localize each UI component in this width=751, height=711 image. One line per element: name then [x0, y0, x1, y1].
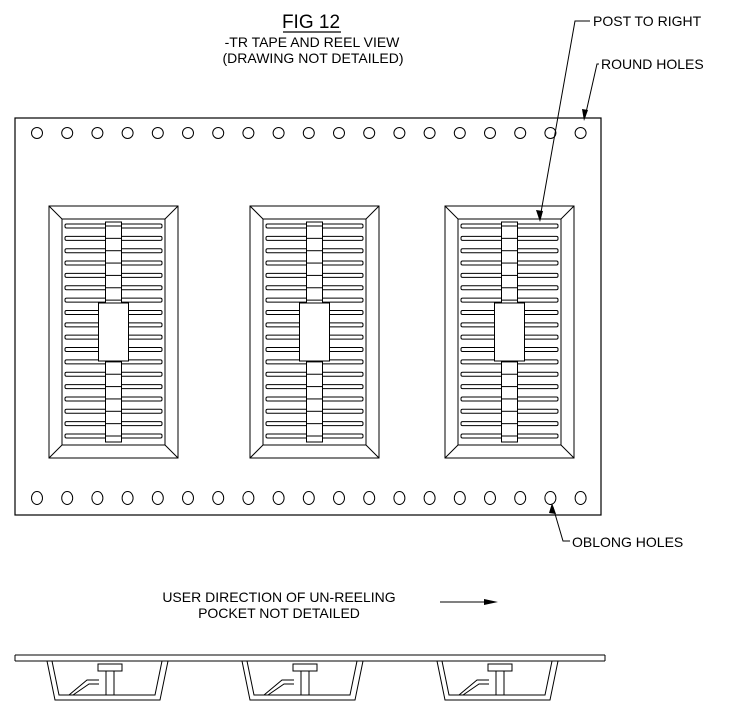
oblong-hole — [272, 491, 285, 505]
oblong-hole — [423, 491, 436, 505]
round-hole — [151, 127, 164, 139]
oblong-hole — [514, 491, 527, 505]
component-pocket — [48, 205, 179, 459]
subtitle-line-1: -TR TAPE AND REEL VIEW — [225, 34, 401, 50]
subtitle-line-2: (DRAWING NOT DETAILED) — [223, 50, 404, 66]
round-hole — [514, 127, 527, 139]
tape-side-view — [14, 654, 606, 701]
callout-post-to-right: POST TO RIGHT — [593, 13, 702, 29]
direction-arrow-head — [484, 599, 498, 605]
round-hole — [393, 127, 406, 139]
round-hole — [31, 127, 43, 139]
component-pocket — [444, 205, 575, 459]
round-hole — [484, 127, 496, 139]
callout-post-to-right-arrowhead — [536, 210, 543, 222]
bottom-sprocket-holes — [31, 491, 587, 505]
round-hole — [333, 127, 345, 139]
oblong-hole — [121, 491, 134, 505]
oblong-hole — [151, 491, 164, 505]
round-hole — [363, 127, 376, 139]
round-hole — [91, 127, 104, 139]
round-hole — [61, 127, 74, 139]
oblong-hole — [302, 491, 315, 505]
oblong-hole — [453, 491, 466, 505]
pocket-profile — [436, 660, 559, 701]
top-sprocket-holes — [31, 127, 587, 139]
round-hole — [242, 127, 255, 139]
round-hole — [302, 127, 315, 139]
oblong-hole — [363, 491, 376, 505]
direction-line-2: POCKET NOT DETAILED — [198, 605, 360, 621]
oblong-hole — [212, 491, 225, 505]
figure-title: FIG 12 — [282, 12, 340, 33]
carrier-tape — [14, 117, 602, 516]
round-hole — [121, 127, 134, 139]
round-hole — [182, 127, 194, 139]
pocket-profile — [46, 660, 169, 701]
oblong-hole — [91, 491, 104, 505]
round-hole — [544, 127, 557, 139]
callout-round-holes-leader — [584, 63, 599, 118]
round-hole — [453, 127, 466, 139]
oblong-hole — [61, 491, 74, 505]
oblong-hole — [484, 491, 496, 505]
round-hole — [212, 127, 225, 139]
oblong-hole — [31, 491, 43, 505]
oblong-hole — [393, 491, 406, 505]
oblong-hole — [574, 491, 587, 505]
round-hole — [272, 127, 285, 139]
round-hole — [423, 127, 436, 139]
callout-round-holes: ROUND HOLES — [601, 56, 704, 72]
pocket-profile — [241, 660, 364, 701]
component-pocket — [249, 205, 380, 459]
round-hole — [574, 127, 587, 139]
oblong-hole — [544, 491, 557, 505]
callout-round-holes-arrowhead — [582, 109, 588, 121]
oblong-hole — [182, 491, 194, 505]
callout-post-to-right-leader — [539, 20, 590, 219]
oblong-hole — [242, 491, 255, 505]
oblong-hole — [333, 491, 345, 505]
component-pockets — [48, 205, 575, 459]
direction-line-1: USER DIRECTION OF UN-REELING — [162, 589, 395, 605]
callout-oblong-holes: OBLONG HOLES — [572, 534, 683, 550]
callout-oblong-holes-leader — [552, 506, 570, 542]
